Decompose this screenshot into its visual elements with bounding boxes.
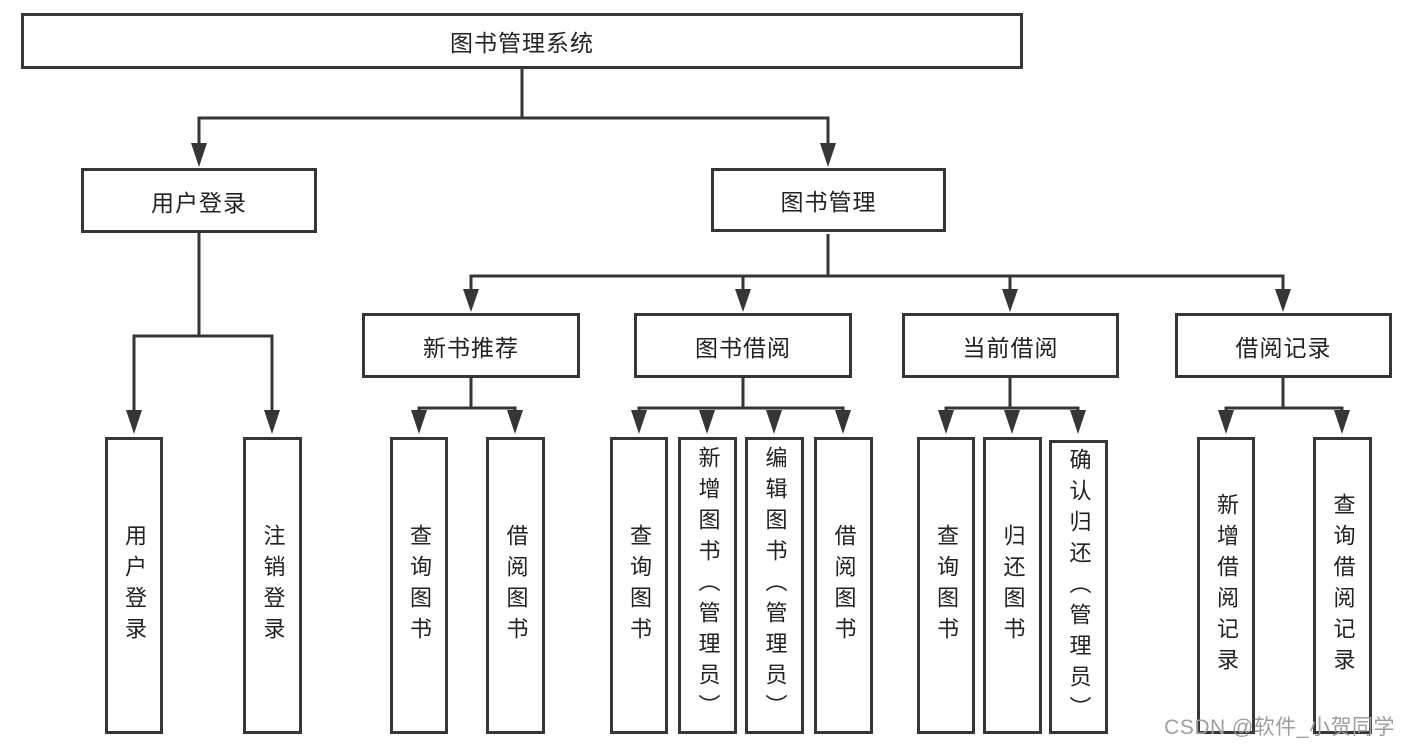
- node-new-book-recommend: 新书推荐: [362, 313, 580, 378]
- leaf-edit-book-admin-label: 编辑图书（管理员）: [762, 446, 788, 725]
- leaf-borrow-books: 借阅图书: [814, 437, 873, 734]
- leaf-return-book-label: 归还图书: [1000, 523, 1026, 648]
- leaf-user-login: 用户登录: [105, 437, 163, 734]
- leaf-query-books-current: 查询图书: [917, 437, 975, 734]
- node-root: 图书管理系统: [21, 13, 1023, 69]
- leaf-query-borrow-record-label: 查询借阅记录: [1330, 492, 1356, 679]
- leaf-add-borrow-record: 新增借阅记录: [1197, 437, 1255, 734]
- node-book-borrowing-label: 图书借阅: [695, 334, 791, 361]
- node-user-login-label: 用户登录: [151, 189, 247, 216]
- leaf-query-books-borrow: 查询图书: [610, 437, 668, 734]
- leaf-logout-login: 注销登录: [243, 437, 302, 734]
- leaf-borrow-books-recommend-label: 借阅图书: [503, 523, 529, 648]
- csdn-watermark: CSDN @软件_小贺同学: [1164, 716, 1395, 739]
- leaf-logout-login-label: 注销登录: [260, 523, 286, 648]
- node-borrowing-records-label: 借阅记录: [1235, 334, 1332, 361]
- leaf-edit-book-admin: 编辑图书（管理员）: [745, 437, 804, 734]
- node-current-borrowing: 当前借阅: [902, 313, 1119, 378]
- leaf-confirm-return-admin: 确认归还（管理员）: [1049, 440, 1108, 734]
- leaf-query-books-recommend: 查询图书: [390, 437, 448, 734]
- node-borrowing-records: 借阅记录: [1175, 313, 1392, 378]
- node-book-borrowing: 图书借阅: [634, 313, 852, 378]
- node-current-borrowing-label: 当前借阅: [962, 334, 1059, 361]
- leaf-query-borrow-record: 查询借阅记录: [1313, 437, 1372, 734]
- node-book-management-label: 图书管理: [780, 189, 877, 215]
- leaf-confirm-return-admin-label: 确认归还（管理员）: [1066, 447, 1092, 727]
- leaf-borrow-books-label: 借阅图书: [831, 523, 857, 648]
- leaf-query-books-borrow-label: 查询图书: [627, 523, 652, 648]
- leaf-query-books-recommend-label: 查询图书: [407, 523, 432, 648]
- node-book-management: 图书管理: [711, 168, 946, 232]
- leaf-query-books-current-label: 查询图书: [934, 523, 959, 648]
- leaf-add-borrow-record-label: 新增借阅记录: [1214, 492, 1239, 679]
- leaf-user-login-label: 用户登录: [122, 523, 147, 648]
- node-new-book-recommend-label: 新书推荐: [423, 334, 519, 361]
- leaf-borrow-books-recommend: 借阅图书: [486, 437, 545, 734]
- node-root-label: 图书管理系统: [450, 30, 594, 56]
- leaf-add-book-admin: 新增图书（管理员）: [678, 437, 737, 734]
- node-user-login: 用户登录: [81, 168, 317, 233]
- leaf-add-book-admin-label: 新增图书（管理员）: [695, 446, 721, 725]
- leaf-return-book: 归还图书: [983, 437, 1042, 734]
